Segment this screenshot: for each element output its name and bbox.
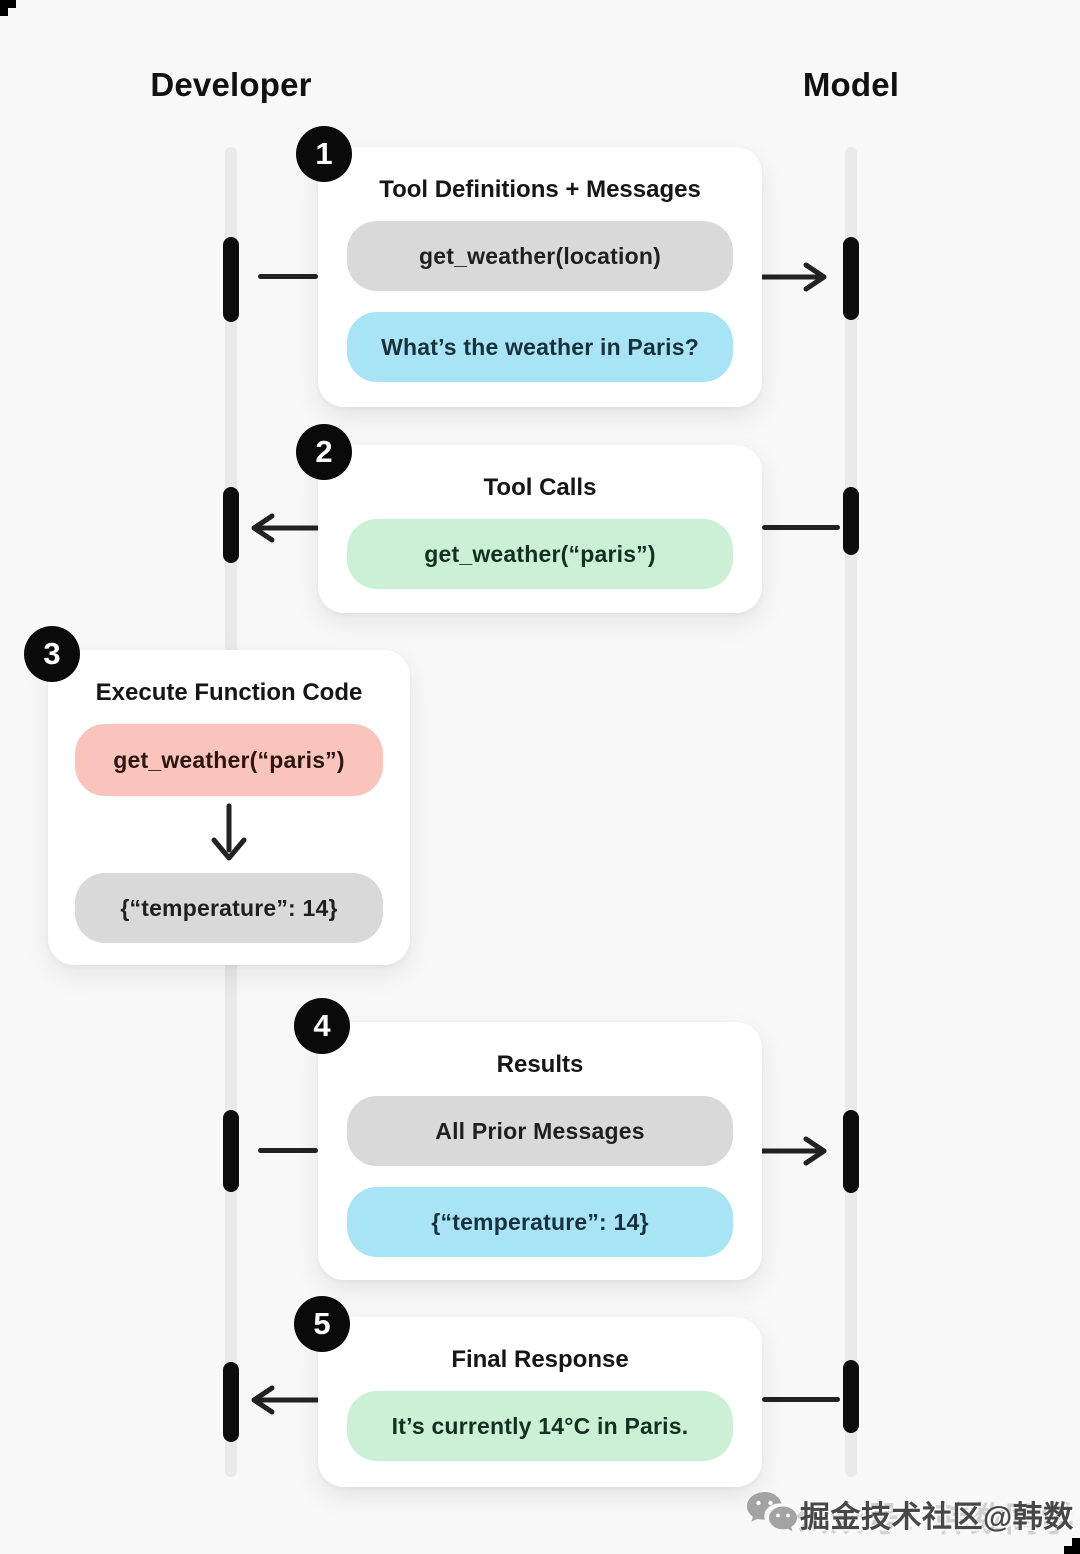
tool-call-pill: get_weather(“paris”) (347, 519, 733, 589)
corner-artifact-top-left (0, 0, 16, 8)
model-lifeline (845, 147, 857, 1477)
executed-function-pill: get_weather(“paris”) (75, 724, 383, 796)
step-4-badge: 4 (294, 998, 350, 1054)
corner-artifact-top-left (0, 8, 8, 16)
step-3-title: Execute Function Code (95, 679, 363, 706)
developer-column-header: Developer (150, 66, 312, 103)
step-1-card: Tool Definitions + Messages get_weather(… (318, 147, 762, 407)
step-4-title: Results (496, 1051, 584, 1078)
watermark-ghost-text: 公众号：韩数同学 (795, 1501, 1075, 1539)
step-3-card: Execute Function Code get_weather(“paris… (48, 650, 410, 965)
step-2-card: Tool Calls get_weather(“paris”) (318, 445, 762, 613)
prior-messages-pill: All Prior Messages (347, 1096, 733, 1166)
step-3-badge: 3 (24, 626, 80, 682)
wechat-icon (747, 1492, 797, 1532)
arrow-down-icon (211, 803, 247, 861)
arrow-left-icon (251, 1385, 321, 1415)
step-2-badge: 2 (296, 424, 352, 480)
watermark-main-text: 掘金技术社区@韩数 (800, 1501, 1074, 1534)
function-result-pill: {“temperature”: 14} (75, 873, 383, 943)
corner-artifact-bottom-right (1072, 1538, 1080, 1546)
step-1-badge: 1 (296, 126, 352, 182)
developer-activation-step2 (223, 487, 239, 563)
developer-activation-step5 (223, 1362, 239, 1442)
model-activation-step1 (843, 237, 859, 320)
model-activation-step5 (843, 1360, 859, 1433)
result-message-pill: {“temperature”: 14} (347, 1187, 733, 1257)
step2-arrow-line (762, 525, 840, 530)
arrow-right-icon (757, 1136, 827, 1166)
step5-arrow-line (762, 1397, 840, 1402)
arrow-right-icon (757, 262, 827, 292)
step-5-card: Final Response It’s currently 14°C in Pa… (318, 1317, 762, 1487)
model-column-header: Model (802, 66, 900, 103)
step-5-badge: 5 (294, 1296, 350, 1352)
final-response-pill: It’s currently 14°C in Paris. (347, 1391, 733, 1461)
developer-activation-step1 (223, 237, 239, 322)
step4-arrow-line (258, 1148, 318, 1153)
arrow-left-icon (251, 513, 321, 543)
model-activation-step4 (843, 1110, 859, 1193)
corner-artifact-bottom-right (1064, 1546, 1080, 1554)
tool-definition-pill: get_weather(location) (347, 221, 733, 291)
developer-activation-step4 (223, 1110, 239, 1192)
step-2-title: Tool Calls (483, 474, 597, 501)
model-activation-step2 (843, 487, 859, 555)
step-5-title: Final Response (451, 1346, 629, 1373)
step-4-card: Results All Prior Messages {“temperature… (318, 1022, 762, 1280)
step1-arrow-line (258, 274, 318, 279)
step-1-title: Tool Definitions + Messages (379, 176, 701, 203)
user-message-pill: What’s the weather in Paris? (347, 312, 733, 382)
